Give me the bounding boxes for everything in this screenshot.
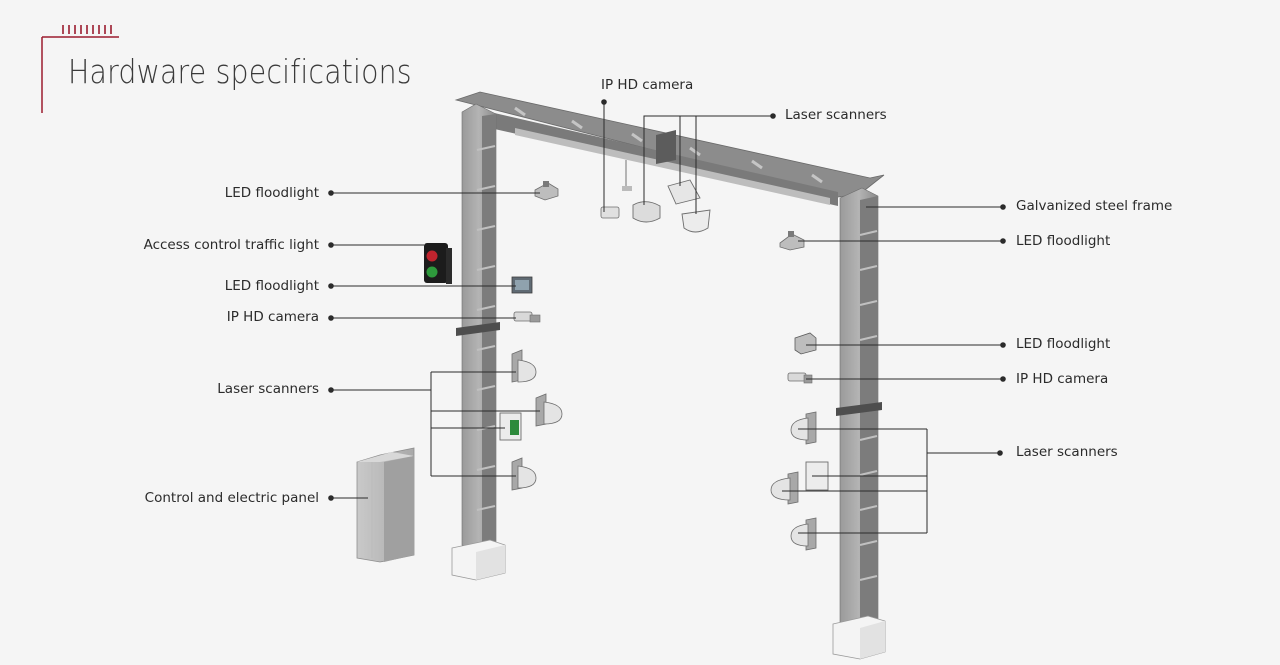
traffic-light	[424, 243, 452, 284]
laser-scanner-top-2	[667, 179, 701, 205]
label-led-floodlight-left-1: LED floodlight	[224, 185, 319, 201]
label-laser-scanners-right: Laser scanners	[1016, 444, 1118, 460]
camera-device-right	[787, 372, 813, 384]
laser-scanner-right-1	[790, 411, 817, 445]
label-galvanized-steel-frame: Galvanized steel frame	[1016, 198, 1173, 214]
floodlight-device-2	[511, 276, 533, 294]
right-post	[832, 187, 886, 660]
label-access-control-traffic-light: Access control traffic light	[143, 237, 319, 253]
laser-scanner-right-4	[790, 517, 817, 551]
label-led-floodlight-right-1: LED floodlight	[1016, 233, 1111, 249]
camera-device-top	[600, 160, 632, 219]
floodlight-device-3	[779, 231, 805, 251]
laser-scanner-left-2	[535, 393, 563, 427]
laser-scanner-top-3	[681, 209, 711, 233]
leader-lines	[331, 102, 1003, 534]
label-laser-scanners-top: Laser scanners	[785, 107, 887, 123]
left-post	[451, 103, 506, 581]
label-ip-hd-camera-top: IP HD camera	[601, 77, 694, 93]
label-laser-scanners-left: Laser scanners	[217, 381, 319, 397]
camera-device-left	[513, 311, 541, 323]
label-led-floodlight-right-2: LED floodlight	[1016, 336, 1111, 352]
label-led-floodlight-left-2: LED floodlight	[224, 278, 319, 294]
label-control-electric-panel: Control and electric panel	[144, 490, 319, 506]
control-panel-cabinet	[356, 447, 415, 563]
floodlight-device-1	[534, 181, 559, 201]
label-ip-hd-camera-left: IP HD camera	[226, 309, 319, 325]
top-beam	[454, 91, 885, 206]
laser-scanner-right-3	[770, 471, 799, 505]
laser-scanner-left-3	[499, 412, 522, 441]
laser-scanner-top-1	[632, 201, 661, 223]
page-title: Hardware specifications	[68, 52, 412, 91]
laser-scanner-left-1	[511, 349, 537, 383]
leader-dots	[328, 99, 1006, 501]
laser-scanner-left-4	[511, 457, 537, 491]
label-ip-hd-camera-right: IP HD camera	[1016, 371, 1109, 387]
floodlight-device-4	[794, 332, 817, 355]
